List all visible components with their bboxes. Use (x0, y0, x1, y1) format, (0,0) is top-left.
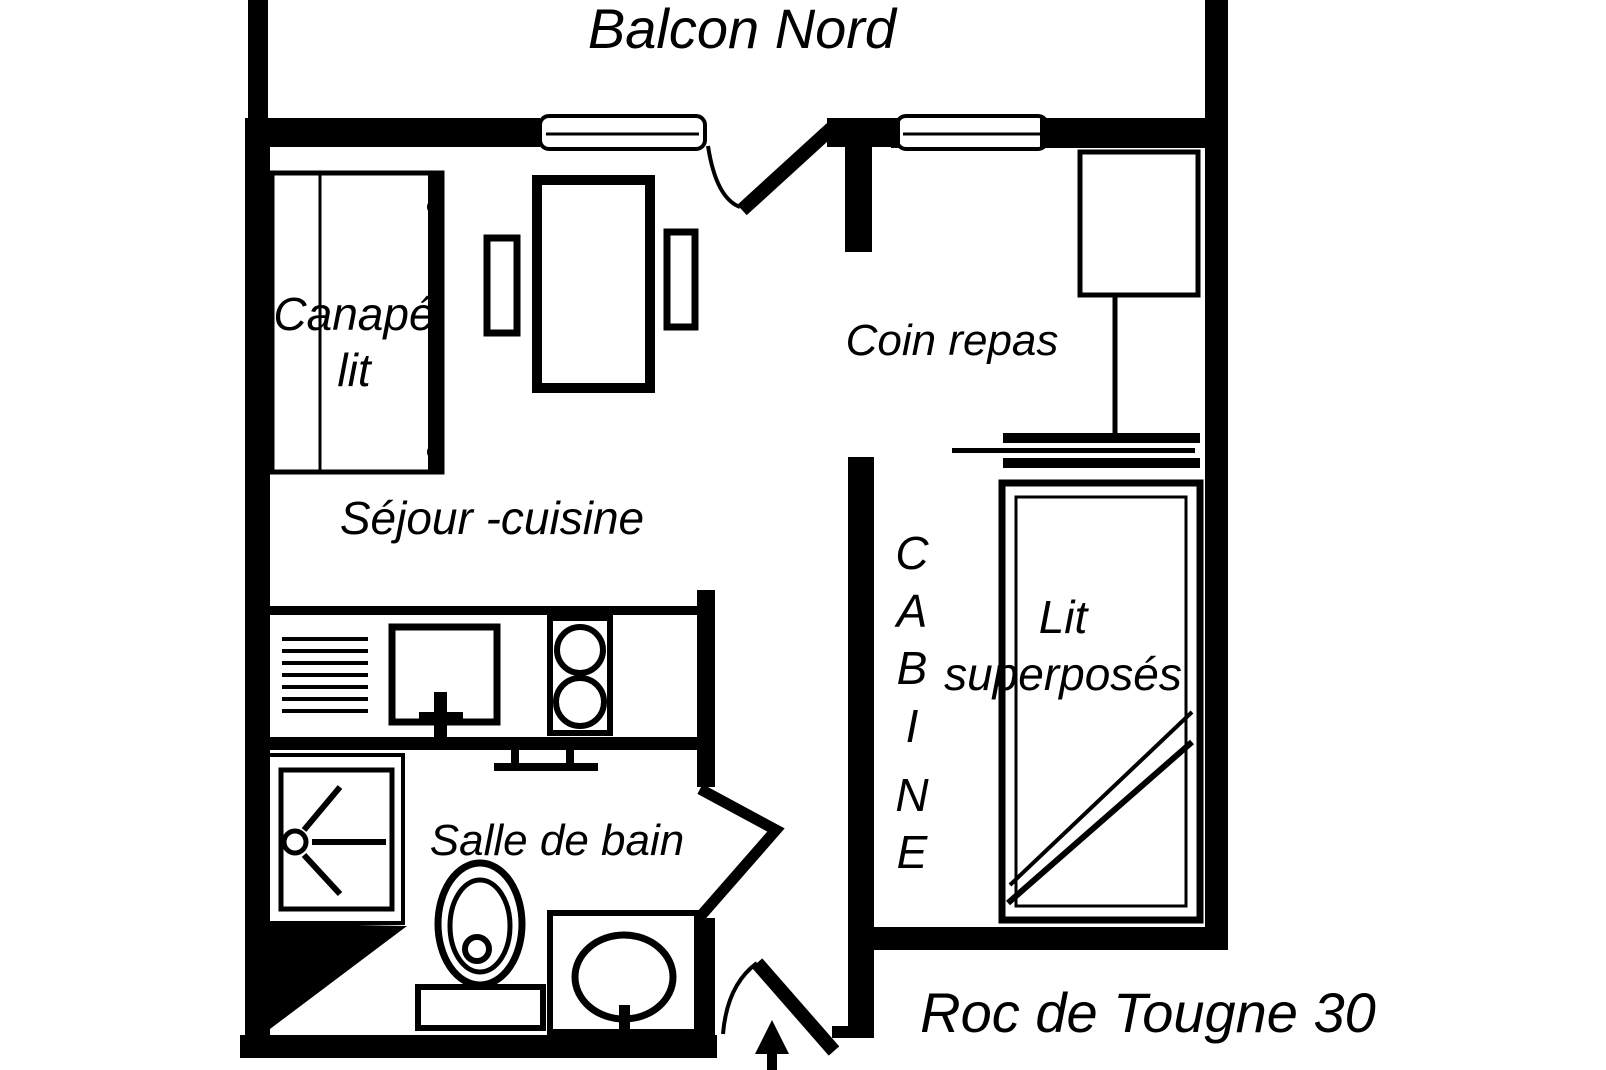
cabin-letter-a: A (894, 585, 928, 637)
washbasin-tap (619, 1005, 630, 1035)
entrance-door-arc (721, 961, 759, 1035)
left-wall (245, 118, 270, 1058)
bench-leg-left (511, 750, 519, 764)
cabin-letter-n: N (895, 769, 929, 821)
balcony-left-wall (248, 0, 268, 122)
sink-tap-horizontal (419, 712, 463, 724)
shower-symbol (266, 753, 405, 925)
entrance-arrow-head (755, 1020, 789, 1054)
stove-burner-bottom (553, 675, 607, 729)
windows (538, 114, 1049, 151)
cabin-wall-stub (845, 140, 872, 252)
room-labels: Balcon Nord Canapé lit Séjour -cuisine C… (273, 0, 1375, 1044)
sofa-bed-armrest (428, 173, 442, 472)
sofa-bed-label-line1: Canapé (273, 288, 434, 340)
top-wall-west (245, 118, 540, 147)
bathroom-label: Salle de bain (430, 816, 684, 865)
bunk-bed-outer (998, 479, 1204, 924)
balcony-door-leaf (737, 121, 838, 216)
bunk-bed-label-line2: superposés (944, 648, 1182, 700)
plan-caption: Roc de Tougne 30 (920, 981, 1376, 1044)
counter-top-line (268, 606, 700, 615)
entrance-door-leaf (751, 958, 840, 1056)
cabin-label: C A B I N E (894, 527, 930, 878)
bench-bar-bottom (1003, 458, 1200, 468)
right-wall (1205, 0, 1228, 950)
bench-bar-top (1003, 433, 1200, 443)
corner-fill-triangle (258, 923, 407, 1035)
bunk-bed-symbol (998, 479, 1204, 924)
cupboard-outline (1077, 149, 1201, 298)
sofa-bed-label-line2: lit (337, 344, 372, 396)
cabin-letter-c: C (895, 527, 929, 579)
doors (694, 121, 840, 1056)
window-north-east-cap-left (891, 118, 900, 148)
stove-burner-top (554, 624, 606, 676)
chair-left (483, 234, 521, 337)
bottom-wall-west (240, 1035, 717, 1058)
toilet-cistern (415, 984, 546, 1031)
chair-right (663, 228, 699, 331)
cabin-letter-e: E (897, 826, 929, 878)
toilet-symbol (415, 859, 546, 1031)
counter-bottom-line (268, 737, 697, 750)
washbasin-symbol (547, 910, 700, 1035)
shower-spray-line-1 (301, 785, 343, 832)
bunk-bed-ladder-line-2 (1008, 710, 1194, 887)
sink-symbol (388, 623, 501, 737)
sofa-bed-symbol (269, 170, 445, 475)
window-north-east-cap-right (1040, 118, 1049, 148)
toilet-flush (462, 934, 492, 964)
bunk-bed-inner (1014, 495, 1188, 908)
bath-wall-lower (697, 918, 715, 1038)
walls (240, 0, 1228, 1058)
cabin-letter-b: B (897, 642, 928, 694)
balcony-label: Balcon Nord (588, 0, 898, 60)
cabin-wall-foot (832, 1026, 874, 1038)
cabin-wall (848, 457, 874, 1038)
shower-drain (281, 828, 309, 856)
bench-under-counter (494, 750, 598, 771)
stove-symbol (547, 615, 613, 736)
bench-leg-right (566, 750, 574, 764)
entrance-arrow-stem (767, 1050, 777, 1070)
shower-spray-line-3 (301, 852, 343, 897)
sofa-bed-hinge-top (427, 199, 443, 215)
sofa-bed-hinge-bottom (427, 444, 443, 460)
bath-wall-upper (697, 590, 715, 787)
dining-corner-label: Coin repas (846, 316, 1059, 365)
dining-corner-furniture (952, 149, 1201, 468)
entrance-arrow (755, 1020, 789, 1070)
cabin-letter-i: I (906, 700, 919, 752)
bunk-bed-ladder-line-1 (1006, 739, 1194, 906)
top-wall-east (1045, 118, 1228, 148)
bunk-bed-label-line1: Lit (1039, 591, 1090, 643)
bench-bar-middle (952, 448, 1195, 453)
dining-table-symbol (483, 175, 699, 393)
bathroom-door-chevron (694, 784, 785, 922)
kitchen-counter (268, 606, 700, 771)
balcony-door-arc (706, 145, 741, 209)
bench-top (494, 763, 598, 771)
living-kitchen-label: Séjour -cuisine (340, 492, 644, 544)
radiator-grill-symbol (282, 637, 368, 713)
bottom-wall-east (872, 927, 1228, 950)
table-outline (532, 175, 655, 393)
toilet-bowl-inner (447, 877, 513, 975)
sofa-bed-outline (269, 170, 445, 475)
